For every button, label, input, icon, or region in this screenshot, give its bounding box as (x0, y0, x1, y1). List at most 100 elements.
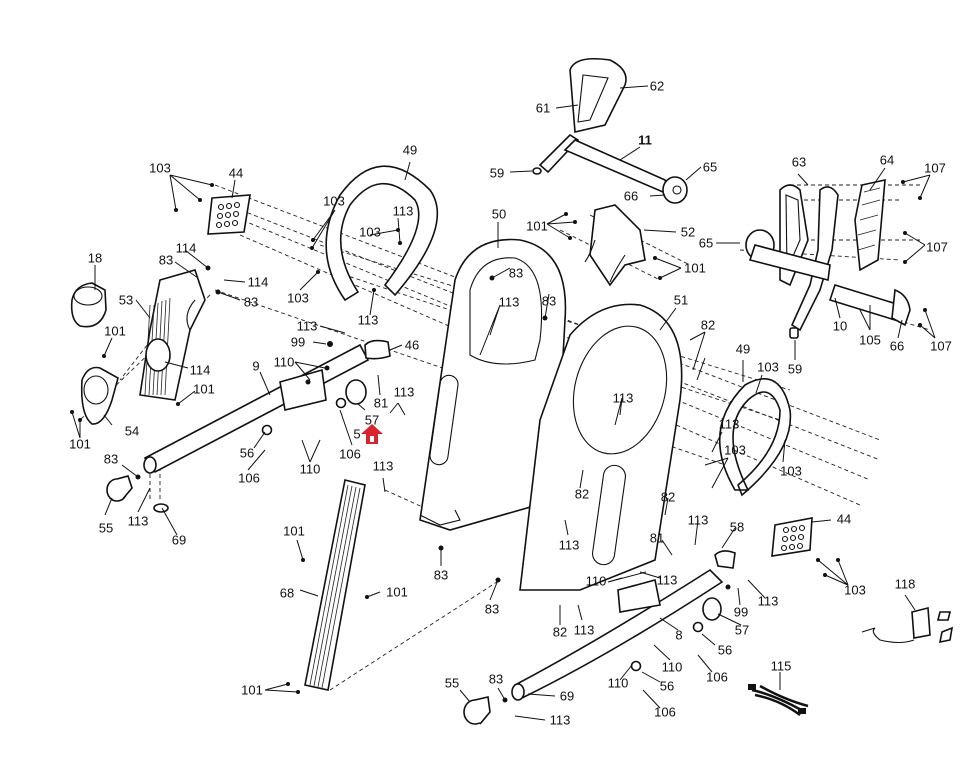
callout-101[interactable]: 101 (526, 218, 548, 234)
callout-99[interactable]: 99 (290, 334, 306, 350)
callout-113[interactable]: 113 (357, 312, 379, 328)
callout-49[interactable]: 49 (735, 341, 751, 357)
callout-66[interactable]: 66 (623, 188, 639, 204)
callout-83[interactable]: 83 (158, 252, 174, 268)
callout-58[interactable]: 58 (729, 519, 745, 535)
callout-44[interactable]: 44 (836, 511, 852, 527)
callout-65[interactable]: 65 (702, 159, 718, 175)
callout-69[interactable]: 69 (559, 688, 575, 704)
callout-83[interactable]: 83 (541, 293, 557, 309)
callout-82[interactable]: 82 (552, 624, 568, 640)
callout-55[interactable]: 55 (444, 675, 460, 691)
callout-83[interactable]: 83 (433, 567, 449, 583)
callout-51[interactable]: 51 (673, 292, 689, 308)
callout-114[interactable]: 114 (189, 362, 211, 378)
callout-62[interactable]: 62 (649, 78, 665, 94)
callout-56[interactable]: 56 (717, 642, 733, 658)
callout-49[interactable]: 49 (402, 142, 418, 158)
callout-113[interactable]: 113 (549, 712, 571, 728)
callout-59[interactable]: 59 (787, 361, 803, 377)
callout-101[interactable]: 101 (193, 381, 215, 397)
callout-113[interactable]: 113 (656, 572, 678, 588)
callout-69[interactable]: 69 (171, 532, 187, 548)
callout-82[interactable]: 82 (660, 489, 676, 505)
callout-99[interactable]: 99 (733, 604, 749, 620)
callout-83[interactable]: 83 (243, 294, 259, 310)
callout-101[interactable]: 101 (104, 323, 126, 339)
callout-107[interactable]: 107 (926, 239, 948, 255)
callout-63[interactable]: 63 (791, 154, 807, 170)
callout-107[interactable]: 107 (924, 160, 946, 176)
callout-55[interactable]: 55 (98, 520, 114, 536)
callout-81[interactable]: 81 (373, 395, 389, 411)
callout-83[interactable]: 83 (508, 265, 524, 281)
callout-10[interactable]: 10 (832, 318, 848, 334)
callout-113[interactable]: 113 (127, 513, 149, 529)
callout-110[interactable]: 110 (273, 354, 295, 370)
callout-110[interactable]: 110 (607, 675, 629, 691)
callout-57[interactable]: 57 (364, 412, 380, 428)
callout-114[interactable]: 114 (175, 240, 197, 256)
callout-101[interactable]: 101 (386, 584, 408, 600)
callout-103[interactable]: 103 (323, 193, 345, 209)
callout-118[interactable]: 118 (894, 576, 916, 592)
callout-113[interactable]: 113 (498, 294, 520, 310)
callout-83[interactable]: 83 (484, 601, 500, 617)
callout-113[interactable]: 113 (718, 416, 740, 432)
callout-18[interactable]: 18 (87, 250, 103, 266)
callout-106[interactable]: 106 (654, 704, 676, 720)
callout-5[interactable]: 5 (353, 426, 361, 442)
callout-8[interactable]: 8 (675, 627, 683, 643)
callout-44[interactable]: 44 (228, 165, 244, 181)
callout-113[interactable]: 113 (757, 593, 779, 609)
callout-113[interactable]: 113 (687, 512, 709, 528)
callout-83[interactable]: 83 (488, 671, 504, 687)
callout-106[interactable]: 106 (706, 669, 728, 685)
callout-105[interactable]: 105 (859, 332, 881, 348)
callout-113[interactable]: 113 (558, 537, 580, 553)
callout-101[interactable]: 101 (684, 260, 706, 276)
callout-103[interactable]: 103 (724, 442, 746, 458)
callout-61[interactable]: 61 (535, 100, 551, 116)
callout-114[interactable]: 114 (247, 274, 269, 290)
callout-103[interactable]: 103 (359, 224, 381, 240)
callout-113[interactable]: 113 (392, 203, 414, 219)
callout-106[interactable]: 106 (339, 446, 361, 462)
callout-82[interactable]: 82 (700, 317, 716, 333)
callout-113[interactable]: 113 (372, 458, 394, 474)
callout-103[interactable]: 103 (149, 160, 171, 176)
callout-113[interactable]: 113 (573, 622, 595, 638)
callout-50[interactable]: 50 (491, 206, 507, 222)
callout-53[interactable]: 53 (118, 292, 134, 308)
callout-113[interactable]: 113 (296, 318, 318, 334)
callout-101[interactable]: 101 (241, 682, 263, 698)
callout-110[interactable]: 110 (585, 573, 607, 589)
callout-81[interactable]: 81 (649, 530, 665, 546)
callout-82[interactable]: 82 (574, 486, 590, 502)
callout-83[interactable]: 83 (103, 451, 119, 467)
callout-65[interactable]: 65 (698, 235, 714, 251)
callout-107[interactable]: 107 (930, 338, 952, 354)
callout-110[interactable]: 110 (661, 659, 683, 675)
callout-103[interactable]: 103 (287, 290, 309, 306)
callout-115[interactable]: 115 (770, 658, 792, 674)
callout-56[interactable]: 56 (239, 445, 255, 461)
callout-52[interactable]: 52 (680, 224, 696, 240)
callout-103[interactable]: 103 (757, 359, 779, 375)
callout-113[interactable]: 113 (612, 390, 634, 406)
callout-106[interactable]: 106 (238, 470, 260, 486)
callout-46[interactable]: 46 (404, 337, 420, 353)
callout-103[interactable]: 103 (844, 582, 866, 598)
callout-64[interactable]: 64 (879, 152, 895, 168)
callout-57[interactable]: 57 (734, 622, 750, 638)
callout-103[interactable]: 103 (780, 463, 802, 479)
callout-54[interactable]: 54 (124, 423, 140, 439)
callout-110[interactable]: 110 (299, 461, 321, 477)
callout-101[interactable]: 101 (69, 436, 91, 452)
callout-9[interactable]: 9 (252, 358, 260, 374)
callout-68[interactable]: 68 (279, 585, 295, 601)
callout-56[interactable]: 56 (659, 678, 675, 694)
callout-113[interactable]: 113 (393, 384, 415, 400)
callout-66[interactable]: 66 (889, 338, 905, 354)
callout-101[interactable]: 101 (283, 523, 305, 539)
